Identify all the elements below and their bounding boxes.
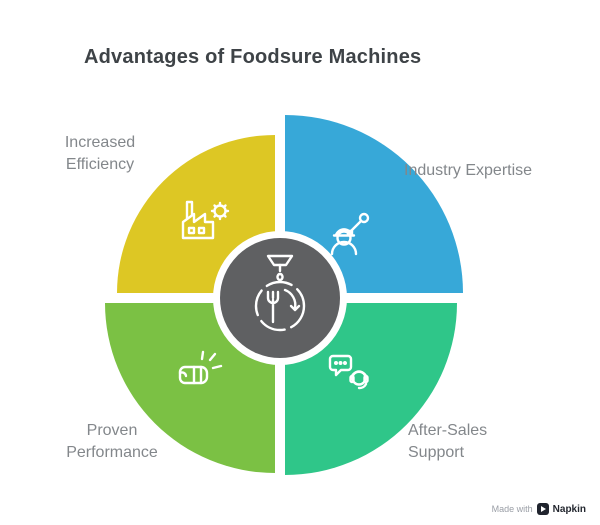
watermark-prefix: Made with bbox=[491, 504, 533, 514]
factory-gear-icon bbox=[181, 200, 230, 240]
center-hub bbox=[220, 238, 340, 358]
label-industry-expertise: Industry Expertise bbox=[404, 162, 533, 179]
segment-proven-performance bbox=[105, 303, 275, 473]
napkin-logo-icon bbox=[536, 503, 549, 515]
fist-impact-icon bbox=[178, 350, 223, 385]
headset-chat-icon bbox=[328, 354, 369, 390]
watermark-brand: Napkin bbox=[552, 503, 586, 515]
label-proven-performance: Proven Performance bbox=[66, 422, 158, 461]
engineer-wrench-icon bbox=[330, 212, 370, 256]
napkin-watermark[interactable]: Made with Napkin bbox=[492, 503, 586, 515]
label-after-sales-support: After-Sales Support bbox=[408, 422, 488, 461]
segment-after-sales-support bbox=[285, 303, 457, 475]
foodsure-machine-plate-icon bbox=[254, 254, 306, 332]
label-increased-efficiency: Increased Efficiency bbox=[64, 134, 136, 173]
page-title: Advantages of Foodsure Machines bbox=[84, 46, 422, 68]
segment-industry-expertise bbox=[285, 115, 463, 293]
